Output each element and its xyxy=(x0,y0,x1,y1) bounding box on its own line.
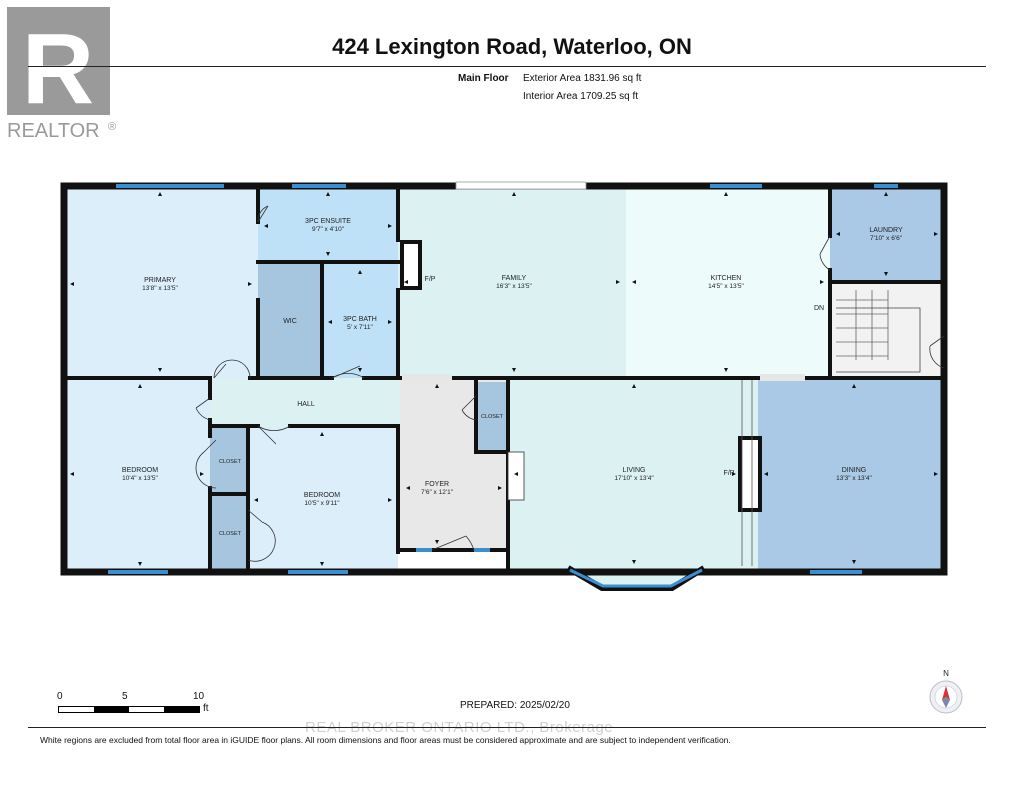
scale-unit: ft xyxy=(203,703,209,714)
exterior-area: Exterior Area 1831.96 sq ft xyxy=(523,73,642,84)
living-dims: 17'10" x 13'4" xyxy=(614,475,654,482)
wic-label: WIC xyxy=(283,318,297,325)
closet-1-area xyxy=(210,426,248,494)
room-fills xyxy=(64,186,944,588)
bath-label: 3PC BATH xyxy=(343,316,377,323)
logo-mark: R xyxy=(22,13,94,125)
foyer-opening xyxy=(402,374,452,381)
family-label: FAMILY xyxy=(502,275,527,282)
scale-label-5: 5 xyxy=(122,691,128,702)
hall-area xyxy=(210,378,400,426)
bath-dims: 5' x 7'11" xyxy=(347,324,373,331)
closet-3-area xyxy=(476,382,508,452)
family-room xyxy=(398,186,626,378)
footer-divider xyxy=(28,727,986,728)
dining-dims: 13'3" x 13'4" xyxy=(836,475,872,482)
living-room xyxy=(508,378,758,570)
logo-registered: ® xyxy=(108,121,116,133)
bedroom-2 xyxy=(248,426,398,572)
compass-north-label: N xyxy=(943,669,949,678)
title-divider xyxy=(28,66,986,67)
stairs xyxy=(836,290,921,373)
ensuite-dims: 9'7" x 4'10" xyxy=(312,226,345,233)
scale-bar xyxy=(58,706,200,713)
room-labels: PRIMARY 13'8" x 13'5" 3PC ENSUITE 9'7" x… xyxy=(122,218,903,537)
dining-room xyxy=(758,378,944,570)
ensuite-room xyxy=(258,186,398,264)
kitchen-dims: 14'5" x 13'5" xyxy=(708,283,744,290)
bath-room xyxy=(322,264,398,378)
dining-label: DINING xyxy=(842,467,867,474)
floor-name: Main Floor xyxy=(458,73,509,84)
disclaimer-text: White regions are excluded from total fl… xyxy=(40,735,731,745)
ensuite-label: 3PC ENSUITE xyxy=(305,218,351,225)
closet-2-label: CLOSET xyxy=(219,531,242,537)
wic-room xyxy=(258,264,322,378)
bay-window-glass xyxy=(569,568,703,588)
closet-3-label: CLOSET xyxy=(481,414,504,420)
sliding-door xyxy=(455,181,587,190)
family-dims: 16'3" x 13'5" xyxy=(496,283,532,290)
primary-dims: 13'8" x 13'5" xyxy=(142,285,178,292)
closet-2-area xyxy=(210,494,248,572)
dimension-arrows xyxy=(70,192,938,566)
laundry-label: LAUNDRY xyxy=(869,227,903,234)
realtor-logo: R REALTOR ® xyxy=(7,7,116,140)
stairs-down-label: DN xyxy=(814,305,824,312)
bedroom-1 xyxy=(64,378,210,572)
living-label: LIVING xyxy=(623,467,646,474)
prepared-date: PREPARED: 2025/02/20 xyxy=(460,700,570,711)
bedroom-1-dims: 10'4" x 13'5" xyxy=(122,475,158,482)
bedroom-1-label: BEDROOM xyxy=(122,467,158,474)
scale-label-0: 0 xyxy=(57,691,63,702)
bedroom-2-dims: 10'5" x 9'11" xyxy=(304,500,340,507)
living-fireplace-label: F/P xyxy=(724,470,735,477)
logo-wordmark: REALTOR xyxy=(7,120,100,140)
interior-area: Interior Area 1709.25 sq ft xyxy=(523,91,639,102)
kitchen-room xyxy=(626,186,830,378)
foyer-dims: 7'6" x 12'1" xyxy=(421,489,454,496)
primary-room xyxy=(64,186,258,378)
compass-icon: N xyxy=(929,669,963,714)
doors xyxy=(195,205,945,562)
primary-label: PRIMARY xyxy=(144,277,176,284)
page-title: 424 Lexington Road, Waterloo, ON xyxy=(332,34,692,59)
windows xyxy=(108,184,898,574)
hall-label: HALL xyxy=(297,401,315,408)
stair-area xyxy=(830,282,944,378)
dining-opening xyxy=(760,374,805,381)
family-fireplace-label: F/P xyxy=(425,276,436,283)
scale-label-10: 10 xyxy=(193,691,205,702)
foyer-label: FOYER xyxy=(425,481,449,488)
laundry-room xyxy=(830,186,944,282)
laundry-dims: 7'10" x 6'6" xyxy=(870,235,903,242)
bedroom-2-label: BEDROOM xyxy=(304,492,340,499)
closet-1-label: CLOSET xyxy=(219,459,242,465)
living-fireplace xyxy=(738,436,762,512)
living-door-frame xyxy=(507,451,525,501)
family-fireplace xyxy=(400,240,422,290)
kitchen-label: KITCHEN xyxy=(711,275,742,282)
